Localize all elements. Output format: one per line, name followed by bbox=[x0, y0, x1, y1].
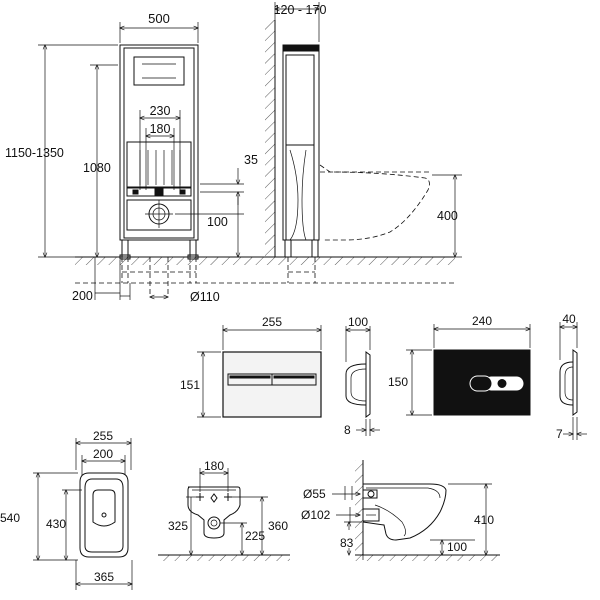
dim-rear-360: 360 bbox=[268, 519, 288, 533]
dim-floor-200: 200 bbox=[72, 289, 93, 303]
dim-plate2-height: 150 bbox=[388, 375, 408, 389]
dim-offset-35: 35 bbox=[244, 153, 258, 167]
dim-rear-spacing: 180 bbox=[204, 459, 224, 473]
dim-frame-height: 1080 bbox=[83, 161, 111, 175]
dim-outlet-diameter: Ø102 bbox=[301, 508, 331, 522]
dim-frame-width: 500 bbox=[148, 11, 170, 26]
wc-rear-view: 180 325 360 225 bbox=[158, 459, 290, 561]
dim-side-depth: 120 - 170 bbox=[274, 3, 327, 17]
dim-profile-83: 83 bbox=[340, 536, 354, 550]
dim-plate1-depth: 100 bbox=[348, 315, 368, 329]
dim-side-400: 400 bbox=[437, 209, 458, 223]
dim-plate2-thickness: 7 bbox=[556, 427, 563, 441]
dim-bowl-width: 365 bbox=[94, 570, 114, 584]
dim-plate2-depth: 40 bbox=[562, 312, 576, 326]
dim-plate1-thickness: 8 bbox=[344, 423, 351, 437]
dim-rear-325: 325 bbox=[168, 519, 188, 533]
frame-side-view: 120 - 170 400 bbox=[265, 2, 462, 284]
wc-side-profile: Ø55 Ø102 83 410 100 bbox=[301, 460, 500, 561]
dim-offset-100: 100 bbox=[207, 215, 228, 229]
dim-bowl-top-outer: 255 bbox=[93, 429, 113, 443]
dim-frame-height-range: 1150-1350 bbox=[5, 146, 64, 160]
flush-plate-2: 240 150 40 7 bbox=[388, 312, 587, 441]
dim-bowl-top-inner: 200 bbox=[93, 447, 113, 461]
wc-top-view: 255 200 540 430 365 bbox=[0, 429, 132, 590]
dim-profile-410: 410 bbox=[474, 513, 494, 527]
flush-plate-1: 255 151 100 8 bbox=[180, 315, 380, 437]
dim-inner-230: 230 bbox=[150, 104, 171, 118]
dim-rear-225: 225 bbox=[245, 529, 265, 543]
dim-bowl-length: 540 bbox=[0, 511, 20, 525]
dim-plate1-height: 151 bbox=[180, 378, 200, 392]
dim-bowl-inner-length: 430 bbox=[46, 517, 66, 531]
dim-inner-180: 180 bbox=[150, 122, 171, 136]
frame-front-view: 500 1150-1350 1080 230 180 35 100 bbox=[5, 11, 265, 304]
dim-pipe-diameter: Ø110 bbox=[190, 290, 220, 304]
dim-profile-100: 100 bbox=[447, 540, 467, 554]
dim-inlet-diameter: Ø55 bbox=[303, 487, 326, 501]
dim-plate2-width: 240 bbox=[472, 314, 492, 328]
dim-plate1-width: 255 bbox=[262, 315, 282, 329]
